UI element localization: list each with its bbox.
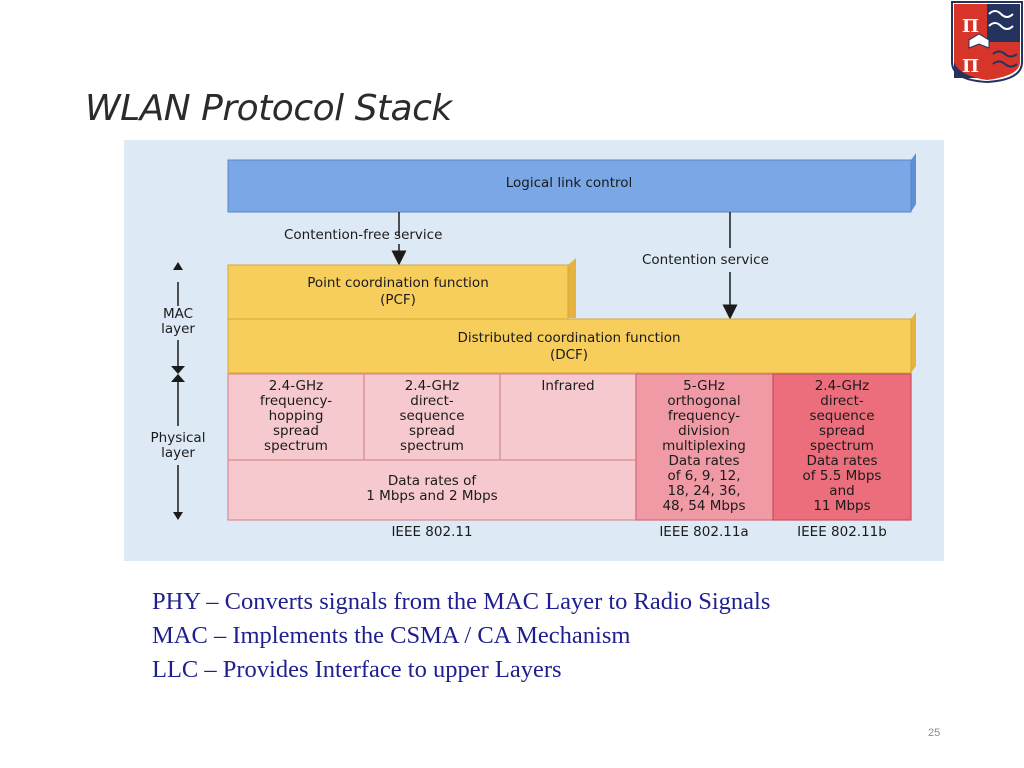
phy-arrow-down-icon [173,512,183,520]
phy-dsss-line2: direct- [410,393,454,409]
llc-bar [227,159,912,213]
standard-80211b: IEEE 802.11b [797,524,887,540]
phy-dsss-b-cell [772,373,912,521]
phy-dsss-b-line4: spread [819,423,865,439]
phy-dsss-cell [363,373,501,461]
phy-dsss-b-line2: direct- [820,393,864,409]
phy-fhss-line5: spectrum [264,438,328,454]
dcf-box [227,318,912,374]
mac-arrow-down-icon [171,366,185,374]
phy-dsss-b-line8: and [829,483,854,499]
phy-ofdm-line4: division [678,423,730,439]
dcf-label-line1: Distributed coordination function [457,330,680,346]
protocol-stack-svg: Logical link control Contention-free ser… [124,140,944,561]
mac-arrow-up-icon [173,262,183,270]
phy-fhss-line2: frequency- [260,393,332,409]
slide-title: WLAN Protocol Stack [85,88,452,129]
phy-ofdm-line8: 18, 24, 36, [668,483,741,499]
phy-dsss-line4: spread [409,423,455,439]
pcf-box [227,264,569,320]
university-crest-icon: Π Π [951,1,1023,84]
physical-layer-line2: layer [161,445,195,461]
phy-dsss-line1: 2.4-GHz [405,378,460,394]
phy-dsss-line5: spectrum [400,438,464,454]
phy-dsss-b-line7: of 5.5 Mbps [803,468,882,484]
phy-ofdm-line7: of 6, 9, 12, [667,468,740,484]
llc-label: Logical link control [506,175,633,191]
data-rates-line2: 1 Mbps and 2 Mbps [366,488,497,504]
mac-layer-line1: MAC [163,306,193,322]
physical-layer-line1: Physical [151,430,206,446]
phy-fhss-line3: hopping [269,408,324,424]
phy-dsss-b-line6: Data rates [807,453,878,469]
phy-fhss-line4: spread [273,423,319,439]
standard-80211a: IEEE 802.11a [659,524,748,540]
pcf-label-line1: Point coordination function [307,275,489,291]
phy-dsss-line3: sequence [399,408,464,424]
standard-80211: IEEE 802.11 [391,524,472,540]
pcf-label-line2: (PCF) [380,292,416,308]
page-number: 25 [928,727,941,739]
phy-ofdm-line5: multiplexing [662,438,746,454]
notes-list: PHY – Converts signals from the MAC Laye… [152,585,770,687]
note-phy: PHY – Converts signals from the MAC Laye… [152,588,771,615]
phy-infrared-cell [499,373,637,461]
book-icon [968,33,990,49]
phy-ofdm-line2: orthogonal [667,393,740,409]
phy-ofdm-line9: 48, 54 Mbps [662,498,745,514]
university-logo: Π Π [949,0,1024,84]
mac-layer-line2: layer [161,321,195,337]
phy-dsss-b-line3: sequence [809,408,874,424]
phy-arrow-up-icon [171,374,185,382]
contention-free-label: Contention-free service [284,227,442,243]
protocol-stack-diagram: Logical link control Contention-free ser… [124,140,944,561]
phy-ofdm-line3: frequency- [668,408,740,424]
crest-letter-bottom: Π [962,56,979,77]
phy-ofdm-cell [635,373,774,521]
phy-fhss-line1: 2.4-GHz [269,378,324,394]
phy-ofdm-line1: 5-GHz [683,378,725,394]
note-llc: LLC – Provides Interface to upper Layers [152,656,562,683]
contention-label: Contention service [642,252,769,268]
data-rates-cell [227,459,637,521]
crest-letter-top: Π [962,16,979,37]
phy-dsss-b-line9: 11 Mbps [813,498,870,514]
phy-infrared-label: Infrared [541,378,594,394]
note-mac: MAC – Implements the CSMA / CA Mechanism [152,622,631,649]
phy-dsss-b-line1: 2.4-GHz [815,378,870,394]
data-rates-line1: Data rates of [388,473,478,489]
phy-dsss-b-line5: spectrum [810,438,874,454]
phy-ofdm-line6: Data rates [669,453,740,469]
dcf-label-line2: (DCF) [550,347,588,363]
